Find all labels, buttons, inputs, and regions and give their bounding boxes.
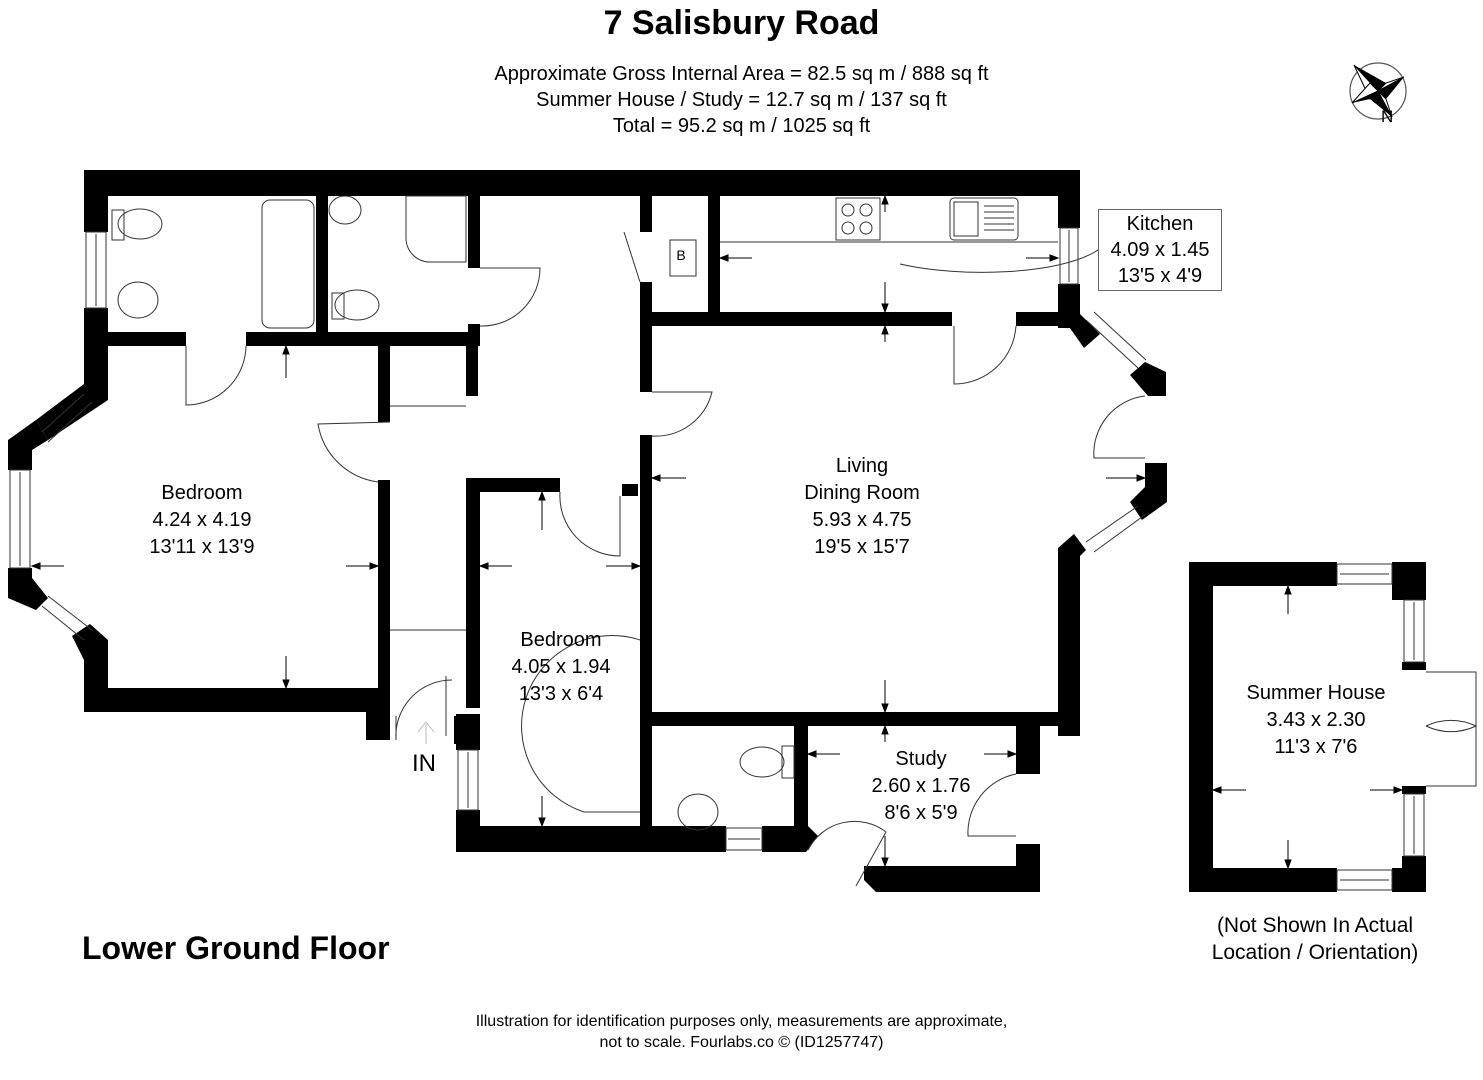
room-imperial: 13'3 x 6'4: [518, 683, 604, 705]
note-line: (Not Shown In Actual: [1216, 914, 1414, 937]
room-imperial: 11'3 x 7'6: [1274, 736, 1358, 758]
total-area: Total = 95.2 sq m / 1025 sq ft: [612, 115, 871, 137]
page-title: 7 Salisbury Road: [603, 4, 880, 42]
summer-house-note: (Not Shown In Actual Location / Orientat…: [1170, 912, 1460, 966]
room-name: Summer House: [1246, 682, 1386, 704]
summer-house-study-area: Summer House / Study = 12.7 sq m / 137 s…: [536, 89, 947, 111]
disclaimer-line: not to scale. Fourlabs.co © (ID1257747): [599, 1034, 884, 1051]
room-label-living-dining: Living Dining Room 5.93 x 4.75 19'5 x 15…: [804, 453, 920, 561]
disclaimer-line: Illustration for identification purposes…: [475, 1013, 1008, 1030]
dimension-arrows: [30, 194, 1404, 870]
room-imperial: 13'11 x 13'9: [149, 536, 255, 558]
room-name: Kitchen: [1126, 213, 1194, 235]
floor-name: Lower Ground Floor: [82, 930, 390, 966]
room-metric: 4.05 x 1.94: [511, 656, 611, 678]
room-name-line2: Dining Room: [804, 482, 920, 504]
windows-doors: [9, 195, 1477, 891]
compass-rose-icon: [1349, 62, 1407, 120]
disclaimer: Illustration for identification purposes…: [0, 1011, 1483, 1053]
room-imperial: 8'6 x 5'9: [884, 802, 958, 824]
note-line: Location / Orientation): [1211, 941, 1419, 964]
room-label-bedroom-main: Bedroom 4.24 x 4.19 13'11 x 13'9: [149, 480, 254, 561]
room-name: Bedroom: [520, 629, 602, 651]
room-metric: 5.93 x 4.75: [812, 509, 912, 531]
room-name: Bedroom: [161, 482, 243, 504]
room-label-kitchen: Kitchen 4.09 x 1.45 13'5 x 4'9: [1098, 209, 1222, 291]
room-imperial: 19'5 x 15'7: [814, 536, 910, 558]
boiler-label: B: [676, 247, 686, 263]
room-name: Study: [895, 748, 947, 770]
entrance-arrow-icon: [417, 721, 435, 744]
gross-internal-area: Approximate Gross Internal Area = 82.5 s…: [494, 63, 989, 85]
room-metric: 2.60 x 1.76: [871, 775, 971, 797]
room-imperial: 13'5 x 4'9: [1117, 265, 1203, 287]
room-label-study: Study 2.60 x 1.76 8'6 x 5'9: [872, 746, 971, 827]
north-label: N: [1381, 107, 1394, 126]
room-metric: 3.43 x 2.30: [1266, 709, 1366, 731]
room-label-summer-house: Summer House 3.43 x 2.30 11'3 x 7'6: [1247, 680, 1386, 761]
room-metric: 4.24 x 4.19: [152, 509, 252, 531]
room-label-bedroom-second: Bedroom 4.05 x 1.94 13'3 x 6'4: [512, 627, 611, 708]
room-metric: 4.09 x 1.45: [1110, 239, 1210, 261]
entrance-label: IN: [412, 750, 436, 777]
walls: [8, 170, 1426, 892]
room-name-line1: Living: [835, 455, 889, 477]
